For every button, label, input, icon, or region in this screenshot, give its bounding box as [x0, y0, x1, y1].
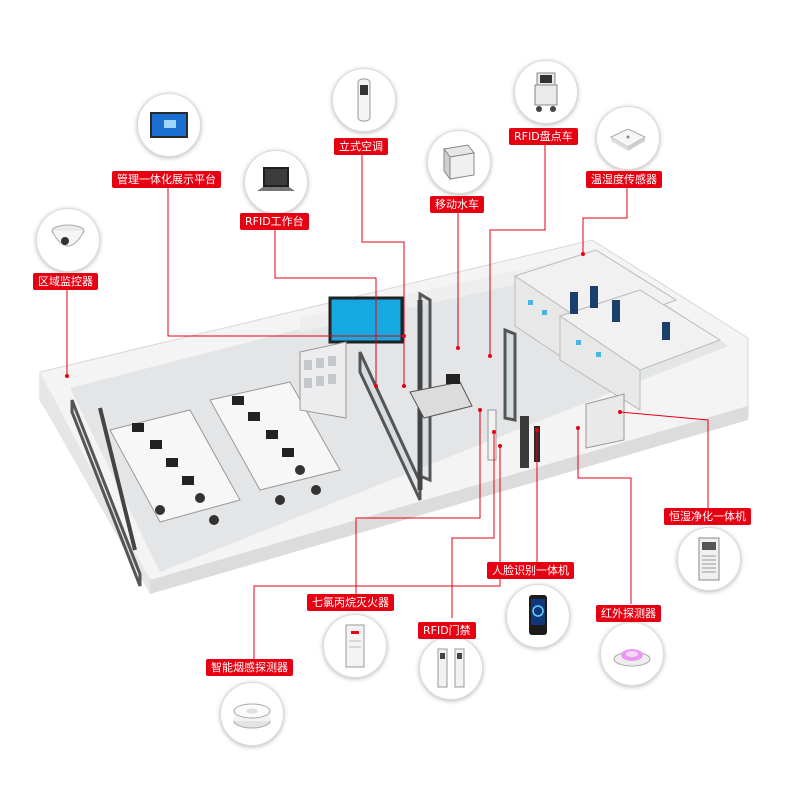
display-screen-icon	[137, 93, 201, 157]
label-mgmt-display: 管理一体化展示平台	[112, 171, 221, 188]
tower-air-conditioner-icon	[332, 68, 396, 132]
room-front-wall	[150, 406, 748, 594]
rfid-gate-icon	[419, 636, 483, 700]
laptop-icon	[244, 150, 308, 214]
inventory-cart-icon	[514, 60, 578, 124]
humidity-sensor-icon	[596, 106, 660, 170]
label-rfid-cart: RFID盘点车	[509, 128, 578, 145]
label-area-camera: 区域监控器	[33, 273, 98, 290]
label-rfid-desk: RFID工作台	[240, 213, 309, 230]
room-display-screen	[328, 296, 404, 344]
compact-shelving	[513, 249, 722, 411]
dome-camera-icon	[36, 208, 100, 272]
purifier-cabinet-icon	[677, 527, 741, 591]
label-infrared: 红外探测器	[596, 605, 661, 622]
purifier-unit	[585, 393, 625, 449]
connector-dots	[65, 252, 622, 448]
label-mobile-water: 移动水车	[430, 196, 484, 213]
label-rfid-gate: RFID门禁	[418, 622, 476, 639]
label-temp-sensor: 温湿度传感器	[586, 171, 662, 188]
connector-lines	[66, 140, 709, 664]
label-smoke: 智能烟感探测器	[206, 659, 293, 676]
label-purifier: 恒湿净化一体机	[664, 508, 751, 525]
label-floor-ac: 立式空调	[334, 138, 388, 155]
rfid-workstation	[409, 381, 473, 419]
infrared-detector-icon	[600, 622, 664, 686]
label-heptafluoro: 七氯丙烷灭火器	[307, 594, 394, 611]
water-cart-icon	[427, 130, 491, 194]
rfid-gate-pillars	[487, 409, 497, 461]
label-face-id: 人脸识别一体机	[487, 562, 574, 579]
office-desks	[109, 381, 341, 525]
smoke-detector-icon	[220, 682, 284, 746]
fire-suppression-icon	[323, 614, 387, 678]
face-recognition-terminal-icon	[506, 584, 570, 648]
